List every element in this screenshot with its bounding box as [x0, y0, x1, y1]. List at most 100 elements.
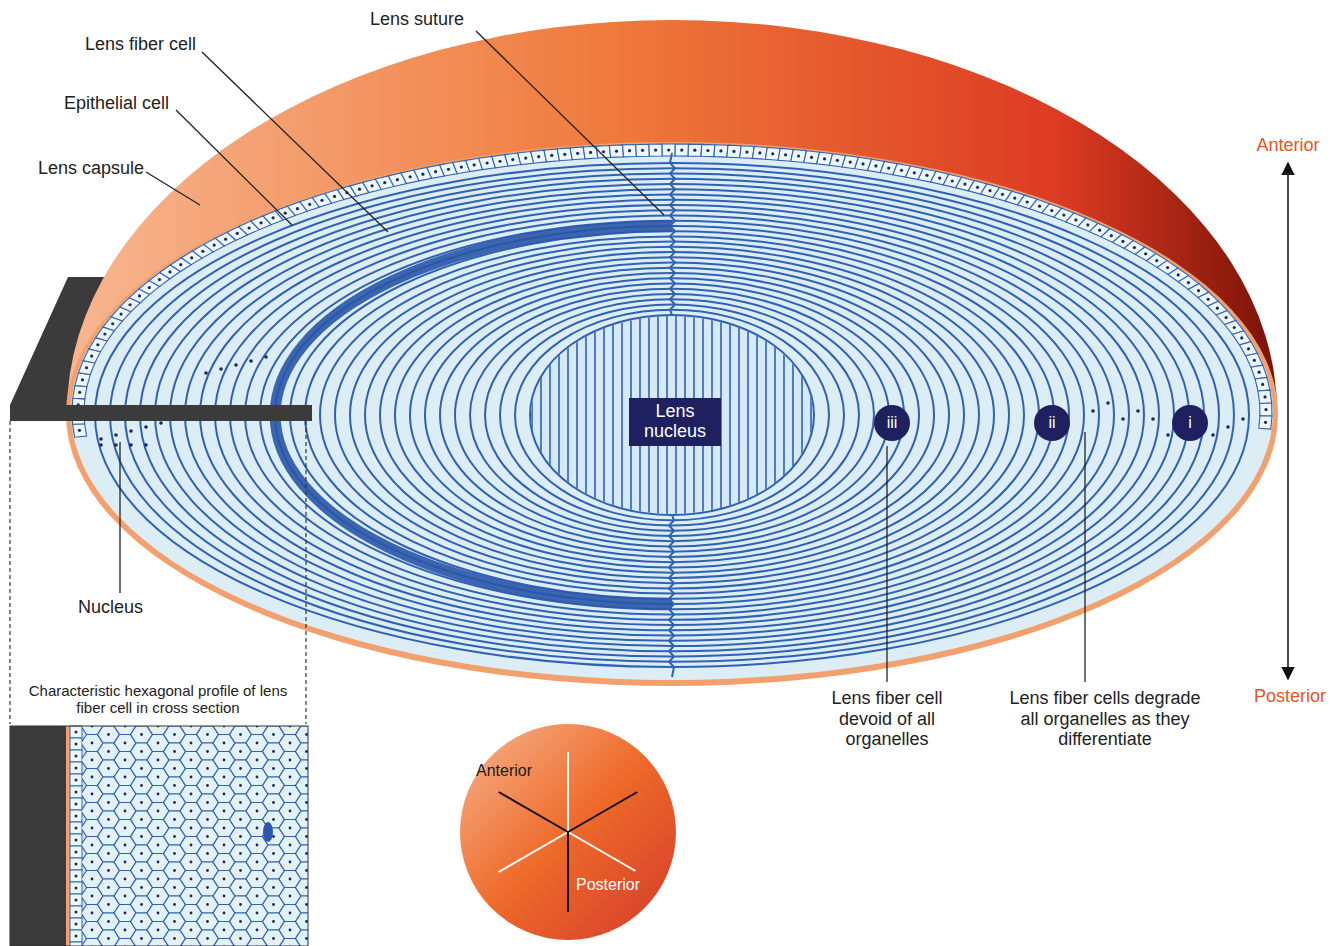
- epithelial-nucleus: [333, 195, 336, 198]
- epithelial-nucleus: [78, 391, 81, 394]
- fiber-ring: [395, 268, 949, 562]
- hex-dot: [305, 818, 308, 821]
- epithelial-nucleus: [576, 152, 579, 155]
- nucleus-fiber: [801, 315, 803, 515]
- inset-epithelial-nucleus: [75, 923, 78, 926]
- hex-dot: [124, 793, 127, 796]
- hexagonal-fiber: [296, 930, 309, 946]
- nucleus-fiber: [585, 315, 587, 515]
- epithelial-cell: [1259, 416, 1272, 429]
- hex-dot: [206, 869, 209, 872]
- epithelial-nucleus: [383, 181, 386, 184]
- epithelial-nucleus: [963, 182, 966, 185]
- epithelial-nucleus: [1133, 246, 1136, 249]
- nucleus-box: Lens nucleus: [629, 398, 721, 446]
- hex-dot: [140, 920, 143, 923]
- hex-dot: [256, 742, 259, 745]
- hex-dot: [124, 861, 127, 864]
- hex-dot: [206, 835, 209, 838]
- epithelial-nucleus: [236, 232, 239, 235]
- hex-dot: [140, 886, 143, 889]
- epithelial-nucleus: [537, 155, 540, 158]
- hex-dot: [140, 835, 143, 838]
- fiber-nucleus: [1241, 417, 1245, 421]
- hex-dot: [107, 903, 110, 906]
- nucleus-fiber: [576, 315, 578, 515]
- hex-dot: [256, 895, 259, 898]
- leader-line: [119, 442, 120, 593]
- hex-dot: [173, 903, 176, 906]
- hex-dot: [173, 767, 176, 770]
- fiber-ring: [485, 299, 859, 530]
- epithelial-nucleus: [1264, 408, 1267, 411]
- hex-dot: [289, 810, 292, 813]
- fiber-nucleus: [1166, 433, 1170, 437]
- hex-dot: [91, 793, 94, 796]
- hex-dot: [272, 852, 275, 855]
- hex-dot: [206, 750, 209, 753]
- part-label: Lens suture: [370, 9, 464, 30]
- fiber-nucleus: [114, 443, 118, 447]
- hex-dot: [140, 869, 143, 872]
- hex-dot: [173, 852, 176, 855]
- hex-dot: [223, 793, 226, 796]
- hex-dot: [239, 869, 242, 872]
- hex-dot: [173, 886, 176, 889]
- hex-dot: [107, 886, 110, 889]
- epithelial-nucleus: [1050, 209, 1053, 212]
- inset-epithelial-cell: [70, 942, 82, 946]
- hex-dot: [140, 903, 143, 906]
- callout-number: iii: [874, 405, 910, 441]
- leader-line: [886, 446, 887, 682]
- nucleus-fiber: [747, 315, 749, 515]
- hex-dot: [272, 818, 275, 821]
- inset-epithelial-cell: [70, 786, 82, 798]
- hexagonal-fiber: [296, 879, 309, 896]
- hex-dot: [190, 861, 193, 864]
- part-label: Lens fiber cell devoid of all organelles: [819, 688, 955, 750]
- inset-epithelial-cell: [70, 882, 82, 894]
- epithelial-nucleus: [849, 160, 852, 163]
- inset-epithelial-cell: [70, 798, 82, 810]
- epithelial-nucleus: [511, 158, 514, 161]
- node-text: Anterior: [476, 762, 532, 780]
- hex-dot: [239, 886, 242, 889]
- hex-dot: [91, 776, 94, 779]
- epithelial-cell: [688, 144, 702, 156]
- epithelial-nucleus: [370, 184, 373, 187]
- epithelial-nucleus: [550, 154, 553, 157]
- epithelial-nucleus: [693, 149, 696, 152]
- hex-dot: [305, 767, 308, 770]
- part-label: Posterior: [1240, 686, 1340, 707]
- part-label: Lens fiber cells degrade all organelles …: [1009, 688, 1201, 750]
- hex-dot: [107, 937, 110, 940]
- hex-dot: [140, 733, 143, 736]
- hex-dot: [256, 912, 259, 915]
- part-label: Lens fiber cell: [85, 34, 196, 55]
- epithelial-nucleus: [1247, 347, 1250, 350]
- epithelial-nucleus: [308, 203, 311, 206]
- hex-dot: [272, 750, 275, 753]
- epithelial-nucleus: [460, 165, 463, 168]
- hex-dot: [305, 869, 308, 872]
- hex-dot: [289, 776, 292, 779]
- fiber-nucleus: [1091, 409, 1095, 413]
- hex-dot: [140, 767, 143, 770]
- lens-suture: [669, 515, 674, 677]
- section-bar: [10, 405, 312, 421]
- fiber-nucleus: [1106, 401, 1110, 405]
- hex-dot: [157, 844, 160, 847]
- nucleus-fiber: [783, 315, 785, 515]
- inset-epithelial-cell: [70, 738, 82, 750]
- nucleus-fiber: [540, 315, 542, 515]
- epithelial-cell: [623, 144, 637, 156]
- epithelial-nucleus: [706, 149, 709, 152]
- fiber-ring: [230, 210, 1114, 620]
- fiber-nucleus: [264, 355, 268, 359]
- epithelial-nucleus: [1264, 421, 1267, 424]
- orientation-disc: AnteriorPosterior: [458, 722, 678, 942]
- nucleus-fiber: [603, 315, 605, 515]
- hex-dot: [239, 818, 242, 821]
- suture-spoke: [567, 752, 569, 832]
- fiber-nucleus: [99, 437, 103, 441]
